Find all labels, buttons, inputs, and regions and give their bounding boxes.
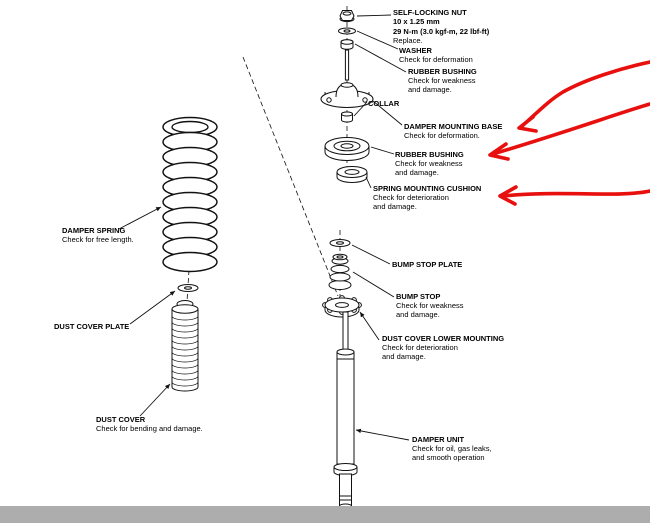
damper-mounting-base-part [320,82,374,108]
bump-stop-plate-part [329,239,351,247]
washer-part [338,27,356,35]
part-name: SELF-LOCKING NUT 10 x 1.25 mm 29 N-m (3.… [393,8,490,36]
collar-part [341,111,353,123]
part-note: Check for deformation [399,55,473,65]
part-name: DUST COVER [96,415,146,424]
label-dust-cover: DUST COVER Check for bending and damage. [96,415,203,433]
red-arrowhead-spring-mounting-cushion [498,185,518,206]
red-arrow-damper-mounting-base [519,60,650,129]
dust-cover-lower-mounting-part [322,295,362,318]
part-name: BUMP STOP PLATE [392,260,463,269]
label-bump-stop: BUMP STOP Check for weakness and damage. [396,292,464,319]
label-collar: COLLAR [368,99,399,108]
label-dust-cover-lower-mounting: DUST COVER LOWER MOUNTING Check for dete… [382,334,504,361]
part-name: DAMPER SPRING [62,226,126,235]
part-name: COLLAR [368,99,400,108]
label-spring-mounting-cushion: SPRING MOUNTING CUSHION Check for deteri… [373,184,481,211]
part-name: RUBBER BUSHING [395,150,464,159]
part-name: WASHER [399,46,432,55]
label-damper-spring: DAMPER SPRING Check for free length. [62,226,134,244]
label-damper-mounting-base: DAMPER MOUNTING BASE Check for deformati… [404,122,502,140]
label-self-locking-nut: SELF-LOCKING NUT 10 x 1.25 mm 29 N-m (3.… [393,8,489,45]
label-damper-unit: DAMPER UNIT Check for oil, gas leaks, an… [412,435,492,462]
lower-rubber-bushing-part [324,137,370,161]
part-note: Check for weakness and damage. [396,301,464,320]
part-name: DUST COVER LOWER MOUNTING [382,334,505,343]
dust-cover-part [171,300,199,392]
part-note: Check for deterioration and damage. [373,193,449,212]
part-note: Check for deterioration and damage. [382,343,458,362]
red-arrowhead-damper-mounting-base [517,115,538,133]
stud-part [344,49,350,81]
dust-cover-plate-part [177,284,199,292]
label-rubber-bushing-lower: RUBBER BUSHING Check for weakness and da… [395,150,464,177]
red-arrowhead-rubber-bushing [488,142,510,161]
upper-rubber-bushing-part [340,39,354,50]
part-name: DAMPER UNIT [412,435,465,444]
leader-lines [118,14,410,441]
damper-unit-part [333,311,358,509]
part-note: Replace. [393,36,423,46]
bump-stop-part [328,253,352,290]
part-note: Check for deformation. [404,131,480,141]
damper-spring-part [162,116,218,273]
label-dust-cover-plate: DUST COVER PLATE [54,322,129,331]
label-bump-stop-plate: BUMP STOP PLATE [392,260,462,269]
red-arrow-spring-mounting-cushion [501,189,650,198]
label-rubber-bushing-upper: RUBBER BUSHING Check for weakness and da… [408,67,477,94]
part-note: Check for oil, gas leaks, and smooth ope… [412,444,492,463]
red-arrow-rubber-bushing [491,102,650,156]
red-marker-annotations [488,60,650,206]
part-name: BUMP STOP [396,292,441,301]
spring-mounting-cushion-part [336,166,368,183]
part-note: Check for bending and damage. [96,424,203,434]
bottom-gray-bar [0,506,650,523]
upper-mount-parts [320,10,374,183]
part-name: DAMPER MOUNTING BASE [404,122,503,131]
part-name: RUBBER BUSHING [408,67,477,76]
part-name: DUST COVER PLATE [54,322,130,331]
part-note: Check for weakness and damage. [395,159,463,178]
part-name: SPRING MOUNTING CUSHION [373,184,482,193]
self-locking-nut-part [339,10,355,23]
label-washer: WASHER Check for deformation [399,46,473,64]
part-note: Check for free length. [62,235,134,245]
part-note: Check for weakness and damage. [408,76,476,95]
